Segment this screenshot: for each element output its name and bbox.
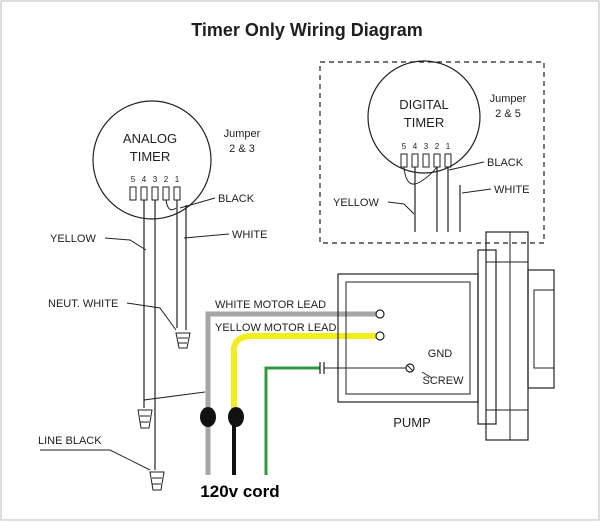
digital-black-pointer [448,161,485,171]
pump-housing-inner [345,281,471,395]
gray-wire-connector [200,407,216,427]
digital-timer-dashed-box [319,61,545,244]
digital-white-pointer [461,188,492,194]
digital-timer: DIGITAL TIMER 5 4 3 2 1 Jumper 2 & 5 BLA… [319,60,545,244]
analog-timer-wires [143,200,187,470]
digital-pin-number: 5 [402,142,407,151]
digital-yellow-pointer [387,201,415,215]
analog-pin-number: 1 [175,175,180,184]
cord-wires [200,311,410,475]
analog-jumper-wire [165,199,177,211]
yellow-wire-connector [228,407,244,427]
pump-label: PUMP [393,415,431,430]
analog-jumper-label-line1: Jumper [224,128,261,140]
analog-white-label: WHITE [232,229,267,241]
digital-timer-dial [367,60,481,174]
analog-pin-number: 2 [164,175,169,184]
digital-timer-terminals [400,153,452,168]
pump-terminal-white [375,309,385,319]
digital-black-label: BLACK [487,157,524,169]
analog-yellow-pointer [104,237,147,251]
pump-terminal-yellow [375,331,385,341]
yellow-motor-wire [231,333,380,410]
analog-black-pointer [179,197,216,209]
cord-label: 120v cord [200,482,279,501]
digital-jumper-label-line2: 2 & 5 [495,108,521,120]
digital-timer-label-line1: DIGITAL [399,97,449,112]
digital-pin-number: 3 [424,142,429,151]
pump: GND SCREW PUMP [337,231,555,441]
analog-timer-label-line1: ANALOG [123,131,177,146]
yellow-motor-lead-label: YELLOW MOTOR LEAD [215,322,336,334]
wire-nut-neutral [175,332,191,349]
digital-pin-number: 1 [446,142,451,151]
line-black-label: LINE BLACK [38,435,102,447]
white-motor-lead-label: WHITE MOTOR LEAD [215,299,326,311]
analog-to-cord-lead [143,391,206,408]
analog-timer-label-line2: TIMER [130,149,170,164]
analog-timer: ANALOG TIMER 5 4 3 2 1 Jumper 2 & 3 BLAC… [50,100,267,251]
screw-label: SCREW [423,375,465,387]
green-ground-wire [264,366,320,475]
neut-white-lead [126,302,177,331]
gnd-label: GND [428,348,453,360]
wire-nut-line [149,471,165,491]
digital-pin-number: 2 [435,142,440,151]
analog-black-label: BLACK [218,193,255,205]
digital-jumper-wire [403,166,438,185]
pump-endcap [527,269,555,389]
analog-pin-number: 4 [142,175,147,184]
neut-white-label: NEUT. WHITE [48,298,118,310]
diagram-title: Timer Only Wiring Diagram [191,20,423,40]
digital-timer-pin-numbers: 5 4 3 2 1 [402,142,451,151]
analog-timer-terminals [129,186,181,201]
analog-yellow-label: YELLOW [50,233,96,245]
digital-pin-number: 4 [413,142,418,151]
pump-flange [477,249,497,425]
digital-yellow-label: YELLOW [333,197,379,209]
analog-pin-number: 5 [131,175,136,184]
analog-timer-pin-numbers: 5 4 3 2 1 [131,175,180,184]
analog-timer-dial [92,100,212,220]
digital-timer-label-line2: TIMER [404,115,444,130]
digital-white-label: WHITE [494,184,529,196]
line-black-lead [40,449,151,471]
analog-white-pointer [183,233,230,239]
pump-motor-body [485,231,529,441]
digital-jumper-label-line1: Jumper [490,93,527,105]
analog-pin-number: 3 [153,175,158,184]
wire-nut-middle [137,409,153,429]
analog-jumper-label-line2: 2 & 3 [229,143,255,155]
